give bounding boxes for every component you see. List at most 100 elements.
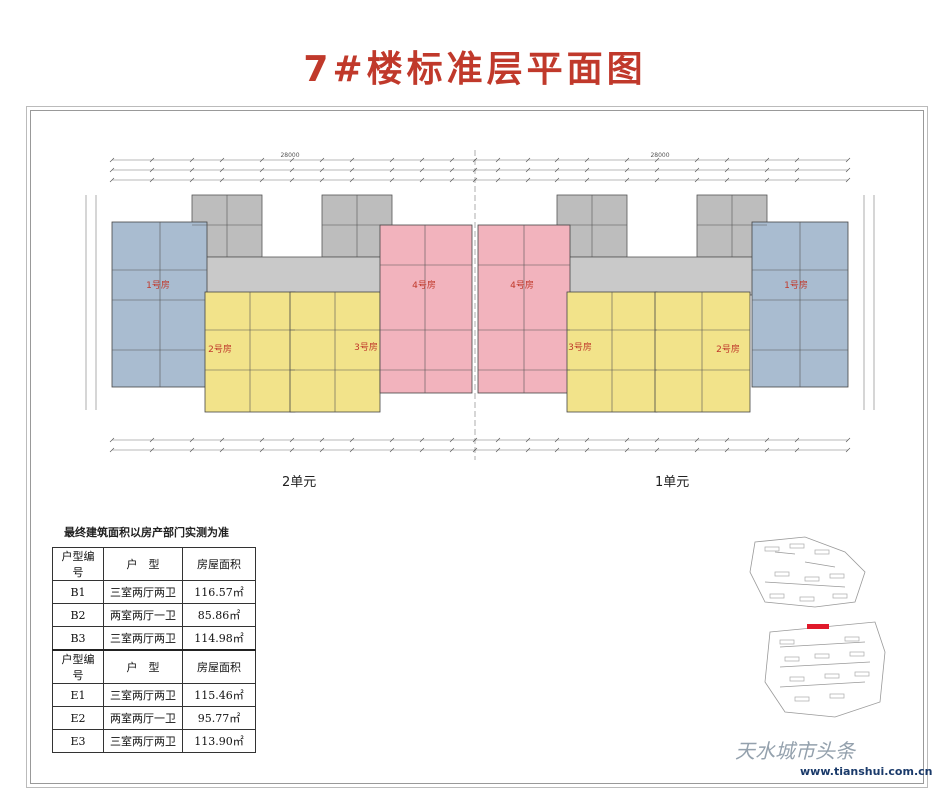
site-building — [824, 673, 840, 679]
dimension-tick — [654, 437, 660, 443]
dimension-tick — [624, 447, 630, 453]
interior-walls — [112, 195, 848, 412]
dimension-tick — [554, 437, 560, 443]
watermark-logo: 天水城市头条 — [735, 739, 855, 763]
dimension-tick — [109, 177, 115, 183]
dimension-tick — [349, 437, 355, 443]
header-cell: 户型编号 — [52, 649, 104, 684]
dimension-tick — [624, 167, 630, 173]
room-label-u2-3: 3号房 — [354, 341, 378, 353]
dimension-tick — [584, 157, 590, 163]
dimension-tick — [419, 177, 425, 183]
dimension-tick — [219, 167, 225, 173]
site-building — [814, 549, 830, 555]
dimension-tick — [259, 167, 265, 173]
apt-1-blue — [111, 221, 208, 388]
dimension-tick — [694, 177, 700, 183]
dimension-tick — [525, 437, 531, 443]
dimension-tick — [525, 157, 531, 163]
dimension-tick — [694, 167, 700, 173]
room-label-u1-4: 4号房 — [510, 279, 534, 291]
site-building — [769, 593, 785, 599]
header-cell: 房屋面积 — [182, 649, 256, 684]
site-building — [829, 693, 845, 699]
site-building — [789, 543, 805, 549]
dimension-tick — [319, 447, 325, 453]
dimension-tick — [149, 177, 155, 183]
site-building — [784, 656, 800, 662]
area-note: 最终建筑面积以房产部门实测为准 — [64, 526, 229, 539]
dimension-tick — [554, 447, 560, 453]
dimension-tick — [724, 437, 730, 443]
dimension-tick — [189, 167, 195, 173]
table-header-row: 户型编号 户 型 房屋面积 — [52, 649, 256, 684]
dimension-tick — [525, 177, 531, 183]
room-label-u2-4: 4号房 — [412, 279, 436, 291]
table-cell: B3 — [52, 626, 104, 651]
dimension-tick — [724, 447, 730, 453]
table-cell: 116.57㎡ — [182, 580, 256, 604]
header-cell: 户 型 — [103, 649, 183, 684]
table-cell: 两室两厅一卫 — [103, 706, 183, 730]
table-cell: 95.77㎡ — [182, 706, 256, 730]
site-building — [779, 639, 795, 645]
dimension-tick — [584, 167, 590, 173]
dimension-tick — [219, 447, 225, 453]
dimension-tick — [495, 177, 501, 183]
dimension-tick — [259, 447, 265, 453]
dimension-tick — [764, 177, 770, 183]
apt-2-yellow-u1 — [654, 291, 751, 413]
dimension-tick — [472, 447, 478, 453]
dimension-tick — [419, 437, 425, 443]
dimension-tick — [109, 447, 115, 453]
dimension-tick — [109, 437, 115, 443]
corridor-2 — [191, 256, 393, 296]
site-building — [794, 696, 810, 702]
dimension-ticks — [109, 157, 851, 453]
dimension-tick — [845, 177, 851, 183]
table-cell: E2 — [52, 706, 104, 730]
table-cell: 115.46㎡ — [182, 683, 256, 707]
dimension-tick — [794, 447, 800, 453]
dimension-tick — [389, 447, 395, 453]
dimension-tick — [845, 157, 851, 163]
table-row: B1 三室两厅两卫 116.57㎡ — [52, 580, 256, 604]
site-plan-map — [749, 536, 886, 718]
dimension-tick — [389, 157, 395, 163]
dimension-tick — [349, 447, 355, 453]
dimension-tick — [149, 157, 155, 163]
dimension-tick — [419, 447, 425, 453]
dimension-tick — [149, 437, 155, 443]
dimension-tick — [584, 177, 590, 183]
dimension-tick — [495, 437, 501, 443]
dimension-lines-top — [85, 150, 875, 460]
unit-1 — [477, 194, 849, 413]
dimension-tick — [654, 447, 660, 453]
room-label-u2-1: 1号房 — [146, 279, 170, 291]
dimension-tick — [794, 437, 800, 443]
dimension-tick — [554, 157, 560, 163]
dimension-tick — [472, 167, 478, 173]
dimension-tick — [794, 167, 800, 173]
dimension-tick — [219, 157, 225, 163]
table-cell: 85.86㎡ — [182, 603, 256, 627]
table-cell: E1 — [52, 683, 104, 707]
header-cell: 户型编号 — [52, 547, 104, 581]
room-label-u2-2: 2号房 — [208, 343, 232, 355]
table-row: B2 两室两厅一卫 85.86㎡ — [52, 603, 256, 627]
unit-2-label: 2单元 — [282, 475, 317, 490]
table-cell: 114.98㎡ — [182, 626, 256, 651]
dimension-tick — [584, 447, 590, 453]
dimension-tick — [554, 167, 560, 173]
dimension-tick — [694, 447, 700, 453]
drawing-frame — [30, 110, 924, 784]
site-building — [774, 571, 790, 577]
unit-1-label: 1单元 — [655, 475, 690, 490]
dimension-tick — [845, 447, 851, 453]
site-building — [814, 653, 830, 659]
table-row: E1 三室两厅两卫 115.46㎡ — [52, 683, 256, 707]
dimension-tick — [149, 447, 155, 453]
site-building — [832, 593, 848, 599]
dimension-tick — [109, 157, 115, 163]
dimension-tick — [525, 447, 531, 453]
